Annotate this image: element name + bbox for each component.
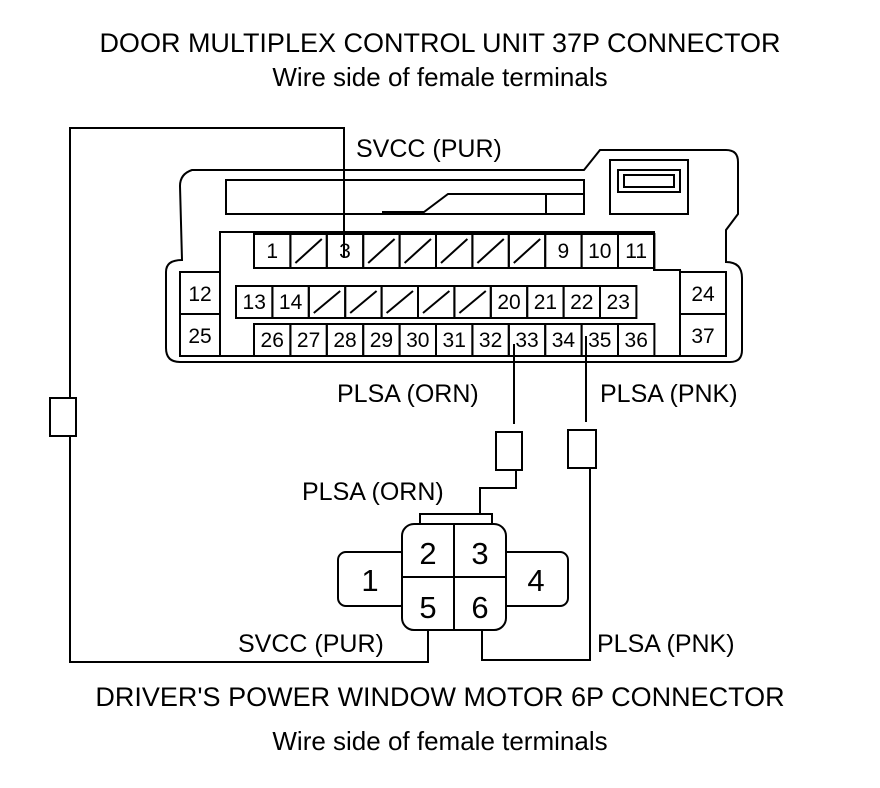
pin-row-3 [253, 323, 656, 357]
pin-35-label: 35 [588, 329, 611, 352]
pin-3-label: 3 [471, 536, 488, 571]
pin-30-label: 30 [406, 329, 429, 352]
svcc-wire [69, 127, 429, 663]
pin-cell [617, 323, 656, 357]
empty-cavity-slash [294, 238, 323, 264]
pin-31-label: 31 [443, 329, 466, 352]
pin-22-label: 22 [570, 291, 593, 314]
pin-36-label: 36 [625, 329, 648, 352]
pin-34-label: 34 [552, 329, 576, 352]
svcc-bottom-label: SVCC (PUR) [238, 630, 384, 658]
pin-33-label: 33 [515, 329, 538, 352]
pin-4-label: 4 [527, 563, 544, 598]
pin-25-label: 25 [188, 325, 211, 348]
top-connector-slot [225, 179, 585, 215]
empty-cavity-slash [385, 290, 414, 314]
svcc-top-label: SVCC (PUR) [356, 135, 502, 163]
empty-cavity-slash [440, 238, 469, 264]
pin-12-label: 12 [188, 283, 211, 306]
pin-24-label: 24 [691, 283, 715, 306]
plsa-orn-junction [495, 431, 523, 471]
pin-26-label: 26 [261, 329, 284, 352]
pin-cell [599, 285, 638, 319]
empty-cavity-slash [403, 238, 432, 264]
pin-row-2 [235, 285, 638, 319]
empty-cavity-slash [367, 238, 396, 264]
pin-1-label: 1 [266, 240, 278, 263]
empty-cavity-slash [458, 290, 487, 314]
pin-3-label: 3 [339, 240, 351, 263]
pin-2-label: 2 [419, 536, 436, 571]
pin-11-label: 11 [625, 240, 647, 263]
pin-5-label: 5 [419, 590, 436, 625]
plsa-orn-bottom-label: PLSA (ORN) [302, 478, 444, 506]
pin-14-label: 14 [279, 291, 303, 314]
pin-cell [617, 233, 656, 269]
empty-cavity-slash [422, 290, 451, 314]
pin-37-label: 37 [691, 325, 714, 348]
pin-21-label: 21 [534, 291, 557, 314]
pin-6-label: 6 [471, 590, 488, 625]
plsa-pnk-junction [567, 429, 597, 469]
empty-cavity-slash [476, 238, 505, 264]
pin-row-1 [253, 233, 656, 269]
pin-23-label: 23 [607, 291, 630, 314]
pin-29-label: 29 [370, 329, 393, 352]
pin-27-label: 27 [297, 329, 320, 352]
empty-cavity-slash [349, 290, 378, 314]
top-connector-housing [165, 149, 743, 363]
plsa-orn-top-label: PLSA (ORN) [337, 380, 479, 408]
plsa-pnk-bottom-label: PLSA (PNK) [597, 630, 735, 658]
svcc-junction [49, 397, 77, 437]
pin-1-label: 1 [361, 563, 378, 598]
pin-10-label: 10 [588, 240, 611, 263]
pin-9-label: 9 [558, 240, 570, 263]
top-connector-subtitle: Wire side of female terminals [272, 62, 608, 92]
empty-cavity-slash [313, 290, 341, 314]
pin-28-label: 28 [333, 329, 356, 352]
empty-cavity-slash [513, 238, 541, 264]
plsa-pnk-top-label: PLSA (PNK) [600, 380, 738, 408]
pin-20-label: 20 [497, 291, 520, 314]
top-connector-title: DOOR MULTIPLEX CONTROL UNIT 37P CONNECTO… [99, 28, 781, 58]
bottom-connector-title: DRIVER'S POWER WINDOW MOTOR 6P CONNECTOR [95, 682, 785, 712]
bottom-connector-subtitle: Wire side of female terminals [272, 726, 608, 756]
pin-13-label: 13 [243, 291, 266, 314]
pin-32-label: 32 [479, 329, 502, 352]
top-connector-lock [609, 159, 689, 215]
